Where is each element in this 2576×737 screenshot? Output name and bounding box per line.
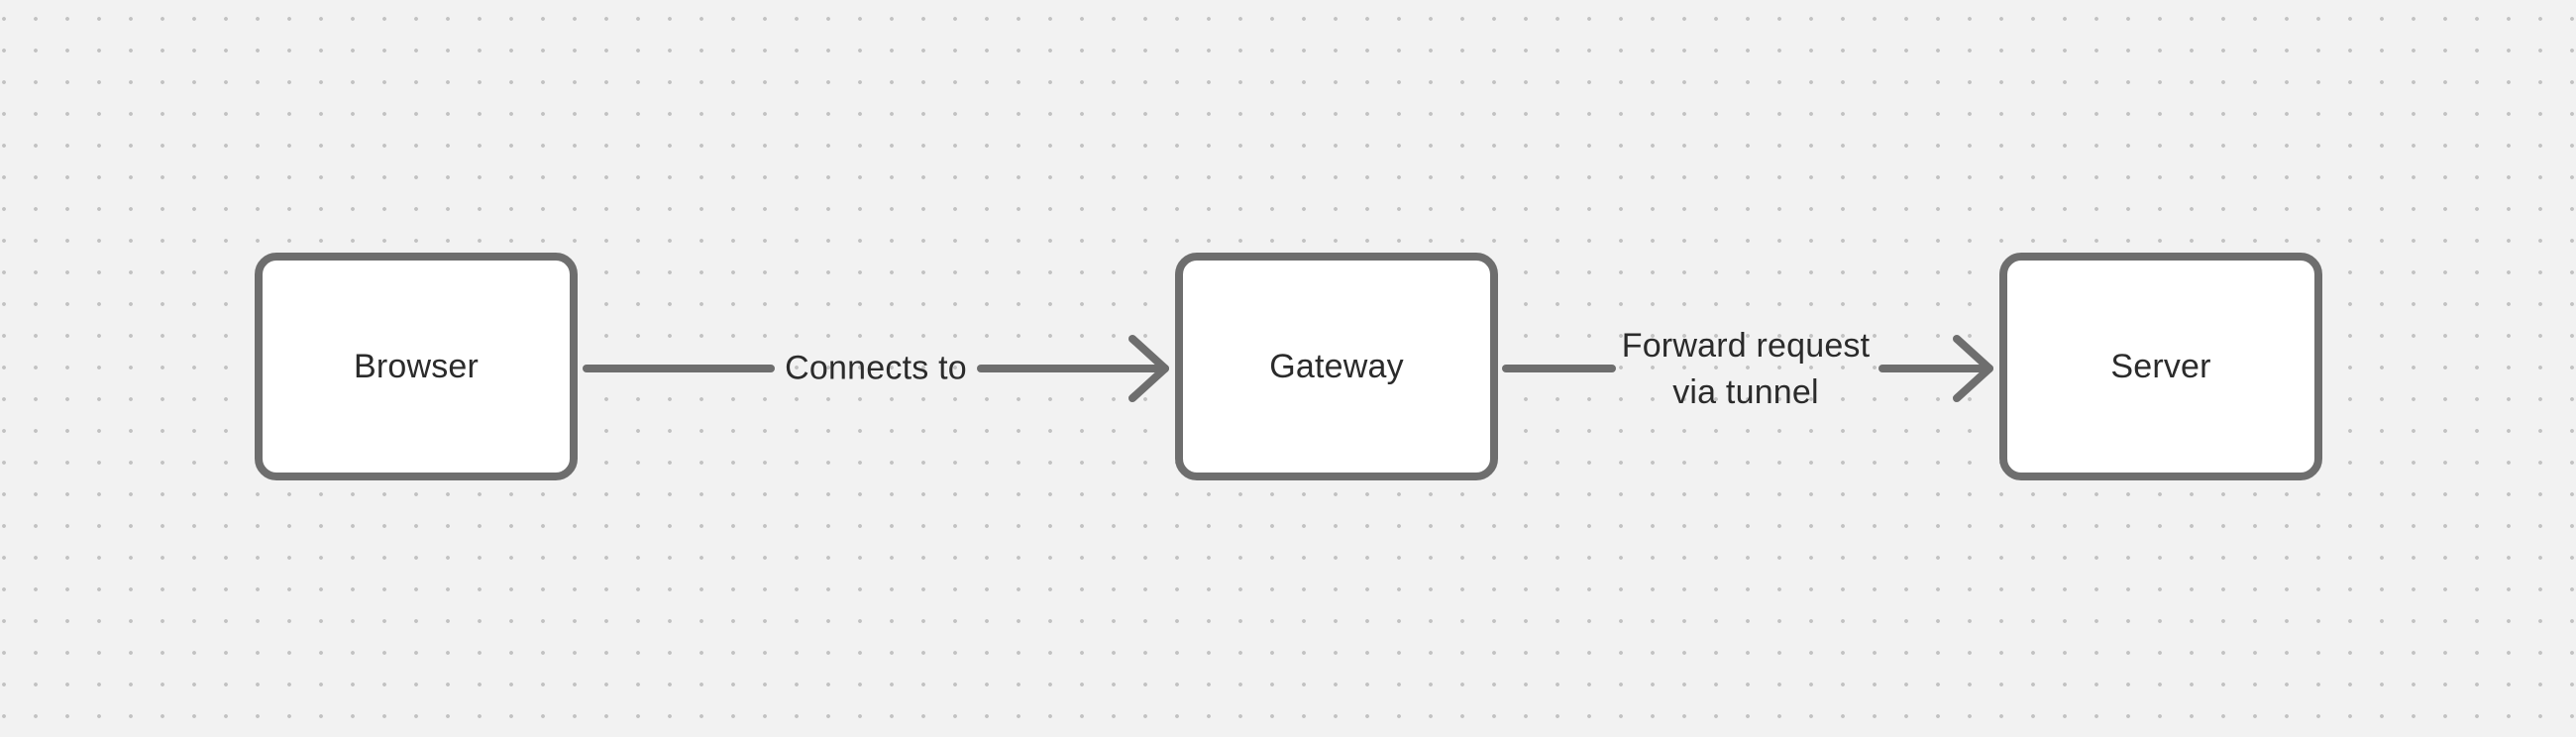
edge-browser-gateway[interactable] (583, 335, 1169, 402)
node-gateway-label: Gateway (1269, 347, 1404, 385)
node-server-label: Server (2110, 347, 2211, 385)
node-browser-label: Browser (353, 347, 480, 385)
node-browser[interactable]: Browser (255, 253, 578, 480)
arrowhead-icon (1953, 335, 1993, 402)
edge-label-connects-to[interactable]: Connects to (785, 349, 967, 387)
arrowhead-icon (1128, 335, 1169, 402)
node-gateway[interactable]: Gateway (1175, 253, 1498, 480)
edge-gateway-server[interactable] (1502, 335, 1993, 402)
node-server[interactable]: Server (1999, 253, 2322, 480)
edge-label-forward-request[interactable]: Forward request via tunnel (1621, 327, 1871, 411)
